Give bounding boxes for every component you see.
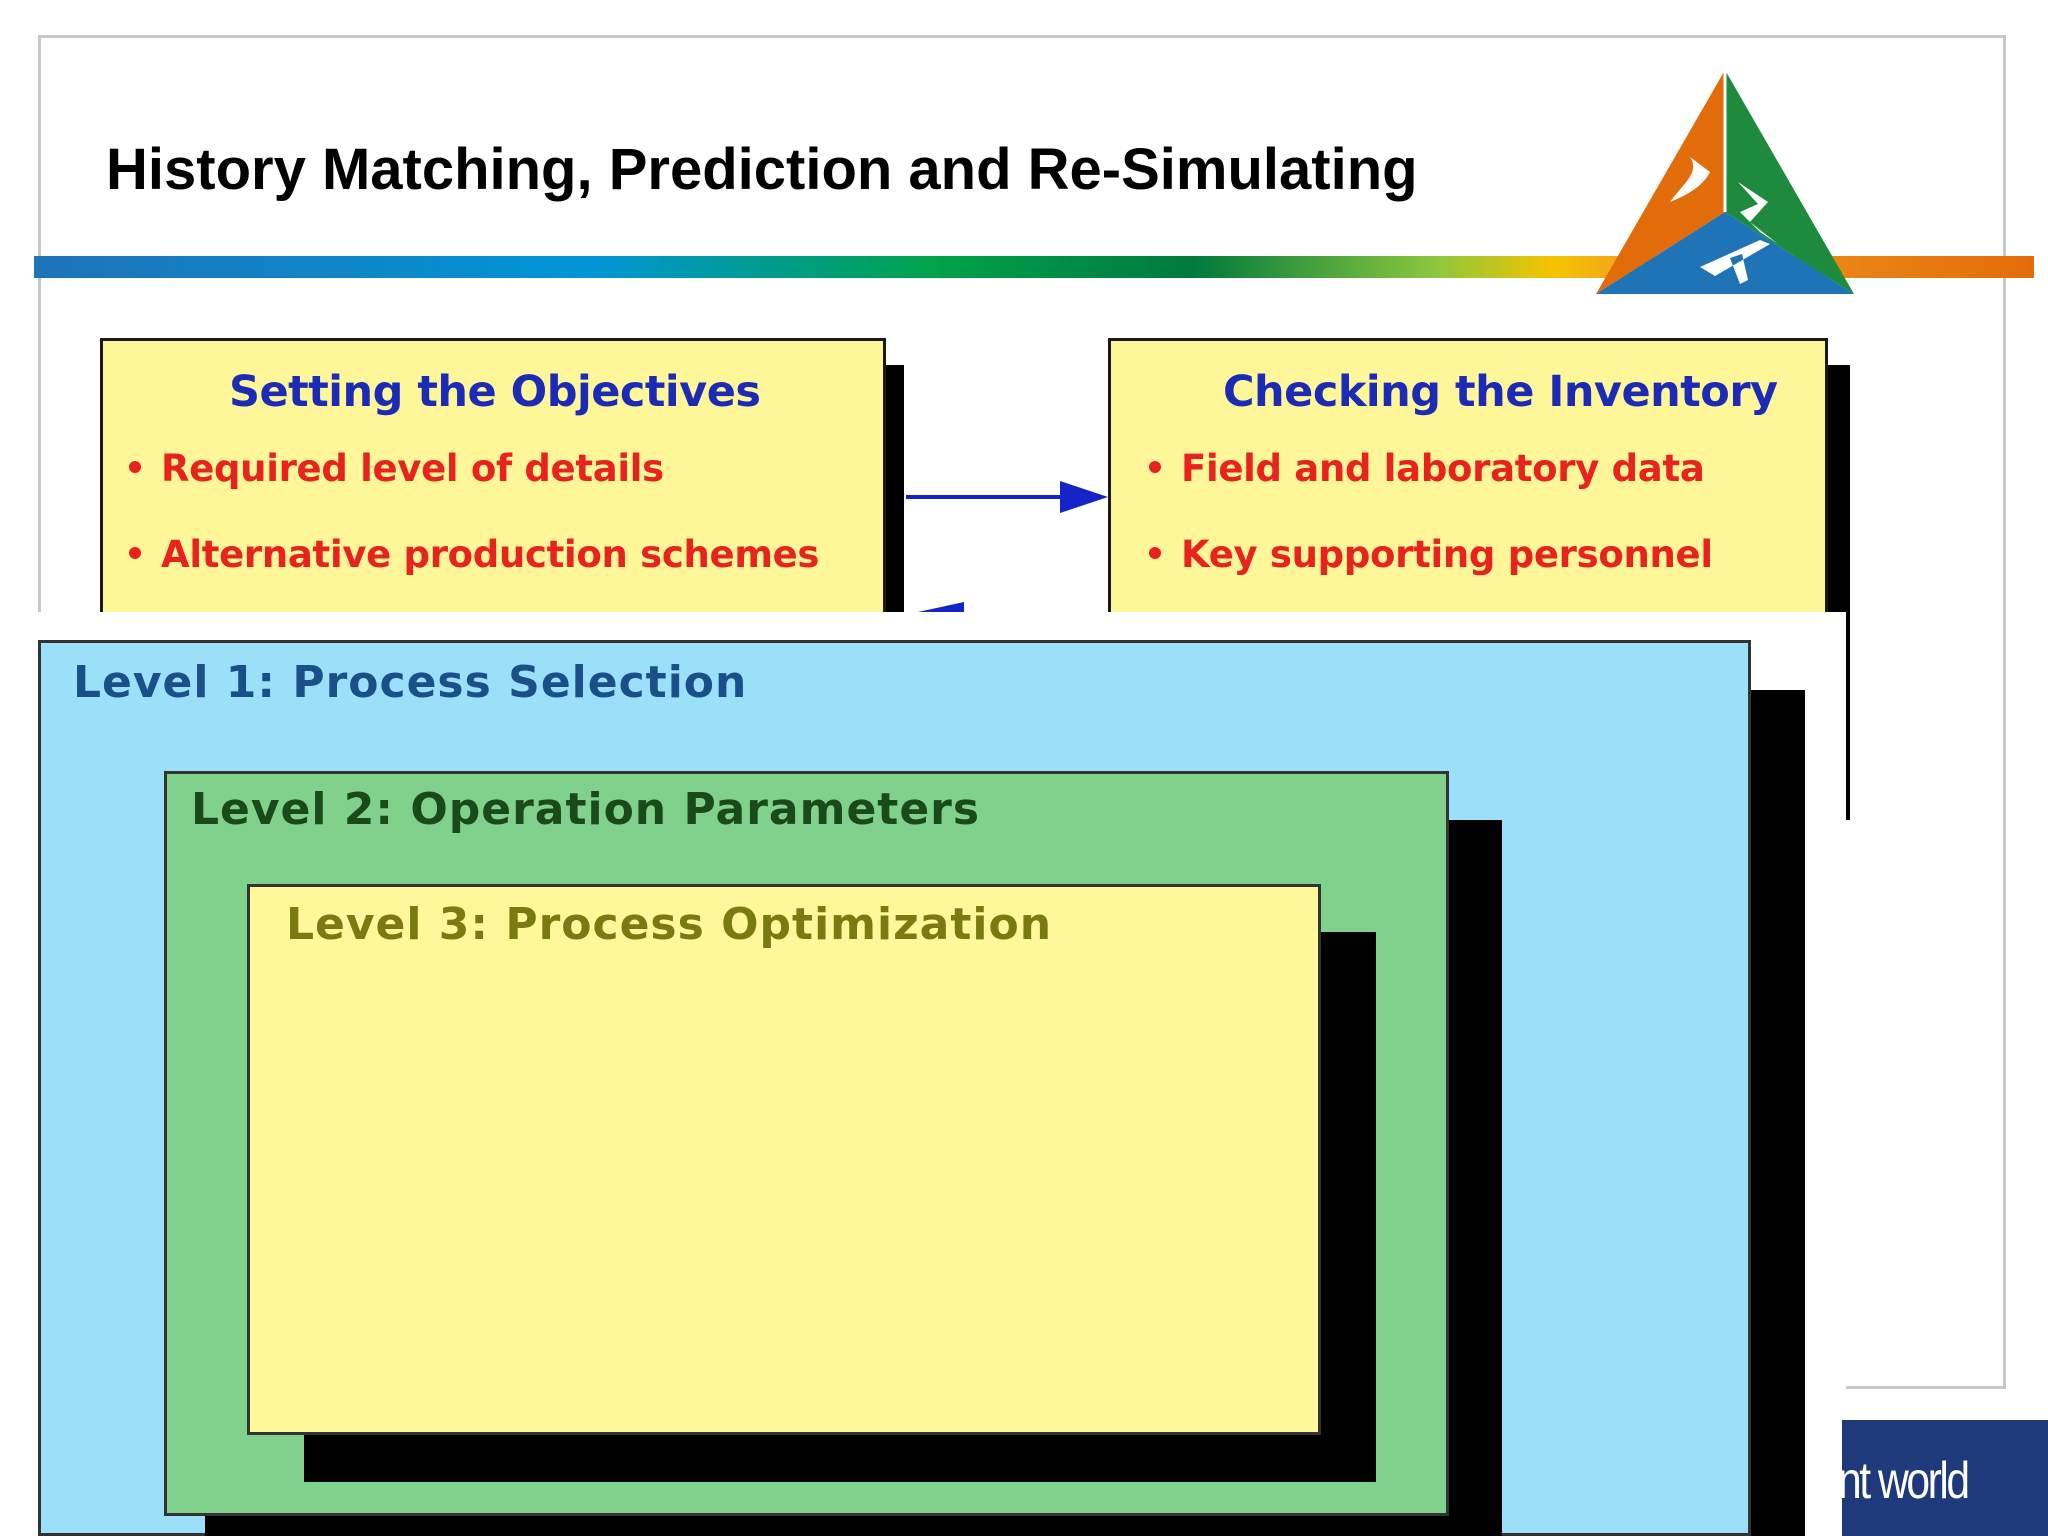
triangle-logo-icon	[1596, 70, 1854, 294]
right-arrow-icon	[906, 481, 1108, 513]
bullet-dot-icon	[1149, 460, 1161, 473]
inventory-bullet: Key supporting personnel	[1149, 533, 1713, 576]
objectives-title: Setting the Objectives	[229, 367, 761, 417]
level2-label: Level 2: Operation Parameters	[191, 784, 981, 835]
objectives-box: Setting the Objectives Required level of…	[100, 338, 886, 628]
objectives-bullet: Required level of details	[129, 447, 664, 490]
footer-bar	[1842, 1420, 2048, 1536]
color-band	[34, 256, 2034, 278]
objectives-bullet: Alternative production schemes	[129, 533, 819, 576]
level3-label: Level 3: Process Optimization	[286, 899, 1053, 950]
left-arrow-icon	[918, 602, 964, 612]
level1-label: Level 1: Process Selection	[73, 657, 748, 708]
inventory-title: Checking the Inventory	[1223, 367, 1778, 417]
inventory-bullet: Field and laboratory data	[1149, 447, 1705, 490]
level3-box: Level 3: Process Optimization	[247, 884, 1321, 1435]
slide-title: History Matching, Prediction and Re-Simu…	[106, 137, 1418, 202]
bullet-dot-icon	[129, 546, 141, 559]
inventory-box: Checking the Inventory Field and laborat…	[1108, 338, 1828, 628]
footer-text: nt world	[1838, 1452, 1970, 1510]
bullet-dot-icon	[1149, 546, 1161, 559]
bullet-dot-icon	[129, 460, 141, 473]
